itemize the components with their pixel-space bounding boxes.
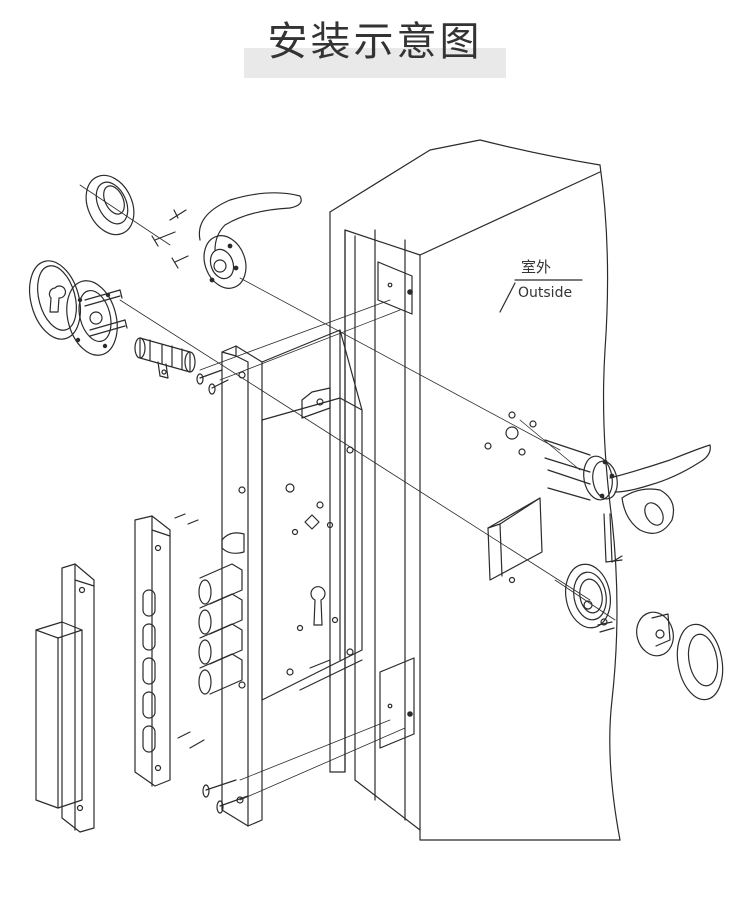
inside-lever-handle	[85, 174, 302, 289]
mortise-lock-body	[198, 329, 363, 827]
label-outside-en: Outside	[518, 285, 572, 301]
strike-plate	[134, 515, 171, 787]
alignment-lines	[79, 184, 616, 801]
outside-cylinder-rose	[565, 563, 615, 633]
outside-lever-handle	[544, 439, 711, 563]
euro-cylinder	[134, 337, 196, 379]
title-area: 安装示意图	[0, 16, 750, 88]
thumb-knob	[636, 611, 724, 701]
deadbolts	[198, 563, 243, 695]
page-title: 安装示意图	[267, 19, 483, 65]
outside-label	[499, 279, 583, 313]
cylinder-escutcheon	[29, 260, 128, 356]
faceplate-screws	[174, 369, 249, 814]
strike-box	[35, 563, 95, 833]
title-underlay	[244, 48, 506, 78]
door	[329, 139, 621, 841]
label-outside-cn: 室外	[521, 258, 551, 276]
